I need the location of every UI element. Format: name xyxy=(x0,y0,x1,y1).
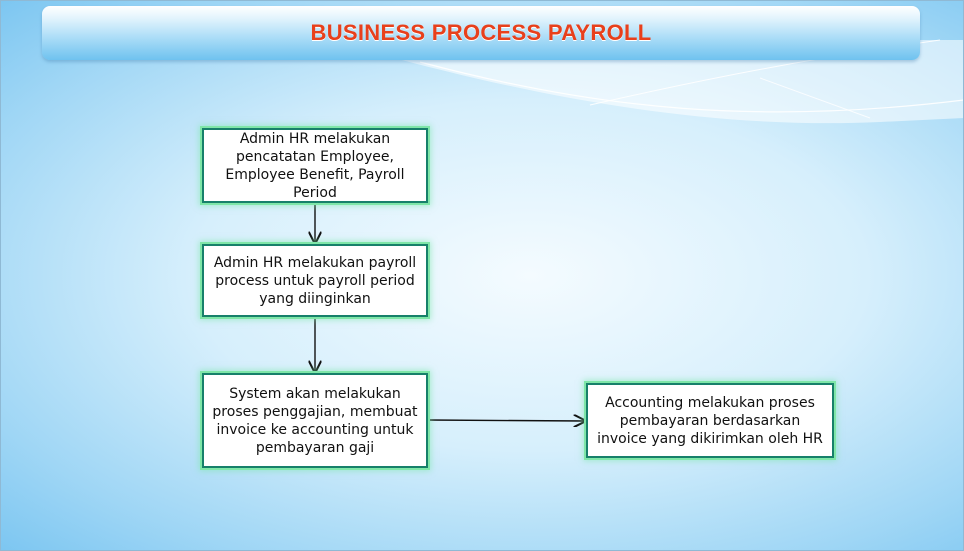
flow-step-4: Accounting melakukan proses pembayaran b… xyxy=(586,383,834,458)
flow-step-3-text: System akan melakukan proses penggajian,… xyxy=(212,385,418,456)
arrow-step3-to-step4 xyxy=(427,420,585,421)
flow-step-1-text: Admin HR melakukan pencatatan Employee, … xyxy=(225,130,405,201)
flow-step-4-text: Accounting melakukan proses pembayaran b… xyxy=(597,394,823,447)
flow-step-1: Admin HR melakukan pencatatan Employee, … xyxy=(202,128,428,203)
flow-step-2-text: Admin HR melakukan payroll process untuk… xyxy=(213,254,417,307)
flow-step-2: Admin HR melakukan payroll process untuk… xyxy=(202,244,428,317)
flow-step-3: System akan melakukan proses penggajian,… xyxy=(202,373,428,468)
page-title: BUSINESS PROCESS PAYROLL xyxy=(310,20,652,45)
title-bar: BUSINESS PROCESS PAYROLL xyxy=(42,6,920,60)
